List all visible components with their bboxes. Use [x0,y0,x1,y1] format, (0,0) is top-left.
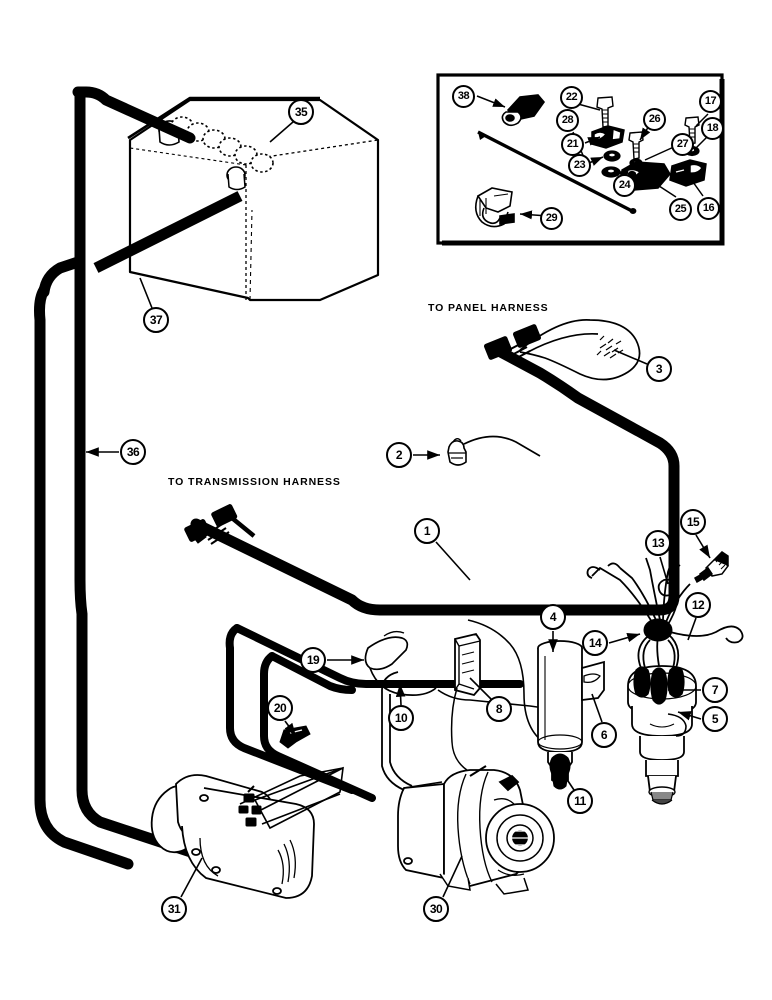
voltage-regulator [450,632,481,773]
callout-30[interactable]: 30 [423,896,449,922]
cable-clip [279,725,311,749]
battery-cable-bridge [38,256,84,298]
callout-23[interactable]: 23 [568,154,591,177]
callout-37[interactable]: 37 [143,307,169,333]
callout-24[interactable]: 24 [613,174,636,197]
callout-19[interactable]: 19 [300,647,326,673]
callout-22[interactable]: 22 [560,86,583,109]
connector-plug-wire [463,435,541,457]
engine-harness-loop-b [225,624,356,794]
connector-plug [447,438,467,466]
callout-15[interactable]: 15 [680,509,706,535]
battery-negative-cable-run [74,89,206,861]
callout-8[interactable]: 8 [486,696,512,722]
alternator-lead-wire-2 [389,694,413,787]
callout-6[interactable]: 6 [591,722,617,748]
callout-11[interactable]: 11 [567,788,593,814]
ignition-coil [537,640,605,784]
callout-28[interactable]: 28 [556,109,579,132]
engine-harness-loop-a [233,624,524,688]
callout-38[interactable]: 38 [452,85,475,108]
callout-20[interactable]: 20 [267,695,293,721]
callout-16[interactable]: 16 [697,197,720,220]
battery [127,96,380,302]
to-panel-harness-label: TO PANEL HARNESS [428,302,549,314]
temperature-sending-unit [694,551,729,584]
callout-13[interactable]: 13 [645,530,671,556]
callout-26[interactable]: 26 [643,108,666,131]
sender-lead-wire [669,625,744,644]
temperature-sender-wire [657,578,679,627]
callout-31[interactable]: 31 [161,896,187,922]
wire-loom-tie [643,618,673,642]
engine-harness-loop-c [268,652,356,694]
callout-29[interactable]: 29 [540,207,563,230]
callout-35[interactable]: 35 [288,99,314,125]
callout-18[interactable]: 18 [701,117,724,140]
callout-4[interactable]: 4 [540,604,566,630]
rubber-boot [549,753,571,790]
callout-14[interactable]: 14 [582,630,608,656]
alternator [397,765,555,895]
callout-21[interactable]: 21 [561,133,584,156]
main-wiring-harness [190,344,680,616]
callout-leaders [86,121,711,898]
callout-2[interactable]: 2 [386,442,412,468]
upper-loom-wires [586,557,691,623]
callout-1[interactable]: 1 [414,518,440,544]
callout-7[interactable]: 7 [702,677,728,703]
panel-harness-connectors [483,324,542,362]
callout-17[interactable]: 17 [699,90,722,113]
callout-12[interactable]: 12 [685,592,711,618]
callout-27[interactable]: 27 [671,133,694,156]
inset-parts [474,94,709,228]
battery-positive-cable [93,191,243,273]
engine-harness-loop-d [260,652,376,802]
to-transmission-harness-label: TO TRANSMISSION HARNESS [168,476,341,488]
alternator-lead-wire [381,671,405,791]
battery-cable-secondary [34,284,134,870]
panel-harness-leads [519,319,641,381]
starter-cable-lugs [239,766,344,830]
callout-10[interactable]: 10 [388,705,414,731]
callout-5[interactable]: 5 [702,706,728,732]
callout-3[interactable]: 3 [646,356,672,382]
ground-strap [364,630,437,696]
callout-36[interactable]: 36 [120,439,146,465]
starter-motor [150,774,315,899]
callout-25[interactable]: 25 [669,198,692,221]
transmission-harness-connectors [184,504,256,545]
